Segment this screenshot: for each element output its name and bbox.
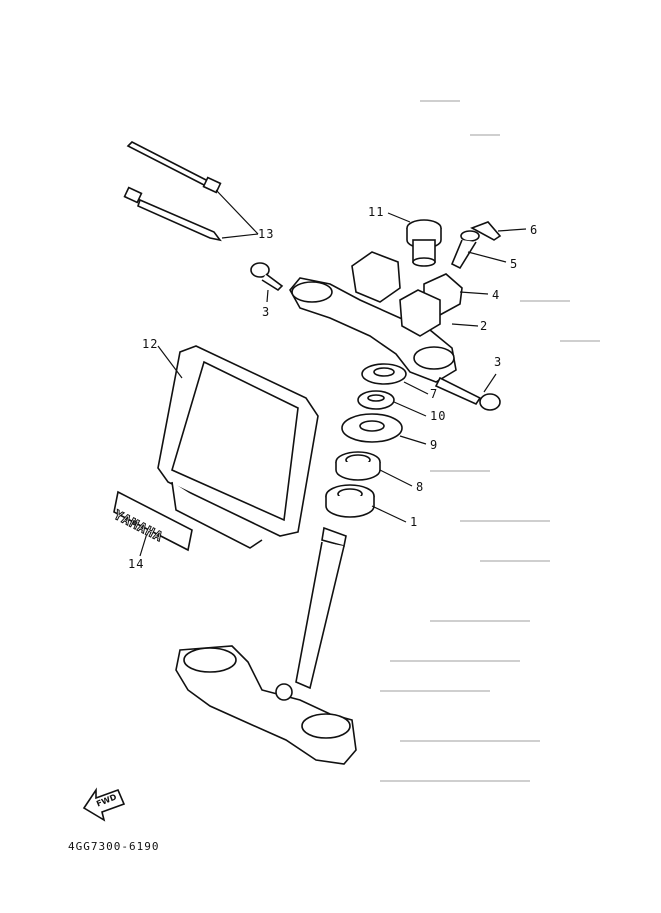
label-5: 5: [510, 257, 519, 271]
number-panel: [157, 345, 319, 549]
lower-bearing: [325, 484, 375, 518]
handlebar-bolt: [450, 230, 480, 270]
washer: [361, 363, 407, 385]
leader-3-left: [266, 289, 269, 303]
cable-tie-lower: [123, 186, 222, 242]
leader-13: [215, 189, 259, 239]
label-9: 9: [430, 438, 439, 452]
label-6: 6: [530, 223, 539, 237]
label-11: 11: [368, 205, 385, 219]
emblem: [113, 490, 193, 552]
leader-6: [497, 228, 527, 232]
steering-stem: [175, 526, 357, 765]
drawing-code: 4GG7300-6190: [68, 840, 160, 853]
leader-5: [467, 251, 507, 263]
cable-tie-upper: [126, 141, 222, 194]
label-2: 2: [480, 319, 489, 333]
bearing-cover: [341, 413, 403, 443]
ring-nut: [357, 390, 395, 410]
label-10: 10: [430, 409, 447, 423]
label-8: 8: [416, 480, 425, 494]
leader-14: [139, 529, 149, 557]
leader-7: [403, 381, 429, 395]
fwd-arrow-icon: [82, 787, 126, 822]
label-1: 1: [410, 515, 419, 529]
steering-stem-cap: [406, 219, 442, 267]
label-4: 4: [492, 288, 501, 302]
label-7: 7: [430, 387, 439, 401]
upper-bearing: [335, 451, 381, 481]
leader-11: [387, 212, 411, 223]
leader-3-right: [483, 373, 497, 393]
label-3-right: 3: [494, 355, 503, 369]
leader-1: [371, 505, 407, 523]
label-12: 12: [142, 337, 159, 351]
pinch-bolt-right: [434, 376, 501, 411]
pinch-bolt-left: [250, 262, 284, 292]
leader-9: [399, 435, 427, 445]
leader-8: [379, 469, 413, 487]
label-14: 14: [128, 557, 145, 571]
label-3-left: 3: [262, 305, 271, 319]
leader-10: [393, 401, 427, 417]
leader-4: [459, 291, 489, 295]
lock-washer: [470, 221, 502, 241]
leader-12: [157, 345, 183, 379]
upper-bracket: [289, 251, 457, 383]
leader-2: [451, 323, 479, 327]
scan-speckle: [380, 100, 600, 782]
label-13: 13: [258, 227, 275, 241]
